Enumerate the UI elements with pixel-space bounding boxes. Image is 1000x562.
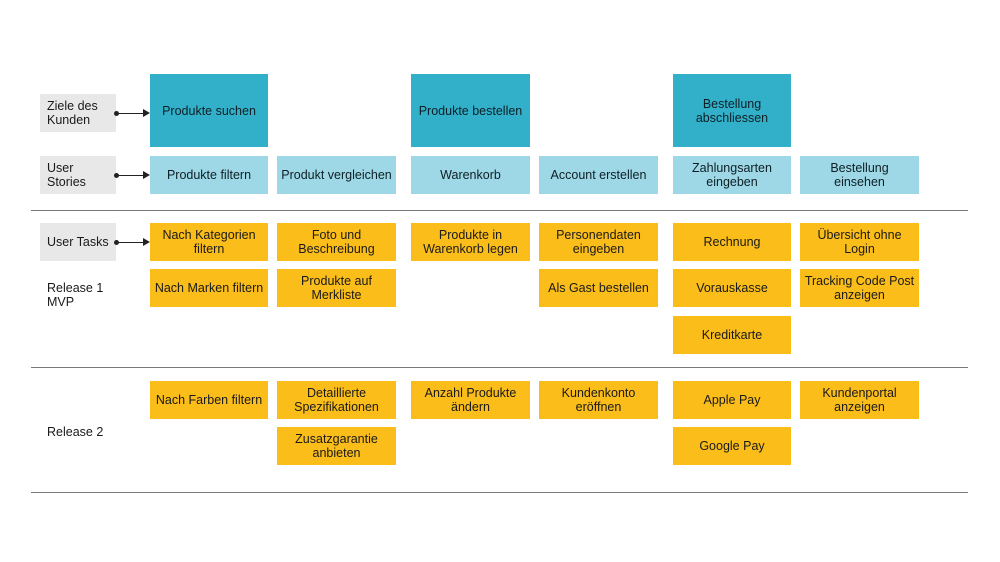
story-card: Warenkorb: [411, 156, 530, 194]
task-text: Kundenportal anzeigen: [822, 386, 897, 414]
story-card: Bestellung einsehen: [800, 156, 919, 194]
task-card: Kundenportal anzeigen: [800, 381, 919, 419]
story-card: Produkt vergleichen: [277, 156, 396, 194]
divider-bottom: [31, 492, 968, 493]
task-text: Vorauskasse: [696, 281, 768, 295]
task-card: Produkte in Warenkorb legen: [411, 223, 530, 261]
connector-dot-stories: [114, 173, 119, 178]
connector-arrow-tasks: [143, 238, 150, 246]
task-text: Produkte auf Merkliste: [301, 274, 372, 302]
row-label-release1: Release 1 MVP: [47, 281, 107, 309]
row-label-tasks: User Tasks: [40, 223, 116, 261]
connector-dot-goals: [114, 111, 119, 116]
row-label-release2: Release 2: [47, 425, 127, 439]
row-label-goals: Ziele des Kunden: [40, 94, 116, 132]
row-label-tasks-text: User Tasks: [47, 235, 109, 249]
story-text: Produkt vergleichen: [281, 168, 392, 182]
story-text: Produkte filtern: [166, 168, 252, 182]
connector-arrow-goals: [143, 109, 150, 117]
task-text: Nach Farben filtern: [155, 393, 263, 407]
task-card: Nach Farben filtern: [150, 381, 268, 419]
task-card: Rechnung: [673, 223, 791, 261]
divider-stories-tasks: [31, 210, 968, 211]
task-card: Als Gast bestellen: [539, 269, 658, 307]
task-card: Nach Marken filtern: [150, 269, 268, 307]
story-card: Produkte filtern: [150, 156, 268, 194]
task-text: Foto und Beschreibung: [298, 228, 375, 256]
task-text: Personendaten eingeben: [556, 228, 641, 256]
task-text: Kundenkonto eröffnen: [561, 386, 636, 414]
task-card: Produkte auf Merkliste: [277, 269, 396, 307]
story-text: Zahlungsarten eingeben: [692, 161, 772, 189]
row-label-release1-text: Release 1 MVP: [47, 281, 104, 309]
row-label-stories-text: User Stories: [47, 161, 86, 189]
task-text: Als Gast bestellen: [548, 281, 649, 295]
task-card: Tracking Code Post anzeigen: [800, 269, 919, 307]
task-text: Apple Pay: [703, 393, 761, 407]
story-text: Account erstellen: [550, 168, 647, 182]
row-label-release2-text: Release 2: [47, 425, 104, 439]
task-card: Kundenkonto eröffnen: [539, 381, 658, 419]
goal-text: Bestellung abschliessen: [695, 96, 769, 125]
connector-dot-tasks: [114, 240, 119, 245]
goal-card: Produkte bestellen: [411, 74, 530, 147]
task-text: Anzahl Produkte ändern: [424, 386, 517, 414]
task-card: Vorauskasse: [673, 269, 791, 307]
task-text: Produkte in Warenkorb legen: [423, 228, 518, 256]
goal-card: Produkte suchen: [150, 74, 268, 147]
story-text: Warenkorb: [440, 168, 501, 182]
task-text: Nach Marken filtern: [154, 281, 264, 295]
task-text: Übersicht ohne Login: [817, 228, 902, 256]
goal-text: Produkte suchen: [162, 103, 256, 118]
connector-arrow-stories: [143, 171, 150, 179]
row-label-goals-text: Ziele des Kunden: [47, 99, 98, 127]
task-card: Anzahl Produkte ändern: [411, 381, 530, 419]
task-text: Tracking Code Post anzeigen: [804, 274, 915, 302]
task-text: Rechnung: [703, 235, 761, 249]
task-text: Detaillierte Spezifikationen: [294, 386, 379, 414]
task-text: Zusatzgarantie anbieten: [295, 432, 378, 460]
task-text: Kreditkarte: [701, 328, 763, 342]
goal-card: Bestellung abschliessen: [673, 74, 791, 147]
divider-release1-release2: [31, 367, 968, 368]
task-text: Nach Kategorien filtern: [162, 228, 256, 256]
goal-text: Produkte bestellen: [418, 103, 523, 118]
connector-line-stories: [117, 175, 143, 176]
story-card: Zahlungsarten eingeben: [673, 156, 791, 194]
row-label-stories: User Stories: [40, 156, 116, 194]
task-card: Nach Kategorien filtern: [150, 223, 268, 261]
task-card: Apple Pay: [673, 381, 791, 419]
task-card: Foto und Beschreibung: [277, 223, 396, 261]
task-card: Zusatzgarantie anbieten: [277, 427, 396, 465]
story-text: Bestellung einsehen: [830, 161, 889, 189]
connector-line-tasks: [117, 242, 143, 243]
task-card: Kreditkarte: [673, 316, 791, 354]
connector-line-goals: [117, 113, 143, 114]
task-card: Google Pay: [673, 427, 791, 465]
task-text: Google Pay: [699, 439, 765, 453]
task-card: Detaillierte Spezifikationen: [277, 381, 396, 419]
story-card: Account erstellen: [539, 156, 658, 194]
task-card: Personendaten eingeben: [539, 223, 658, 261]
task-card: Übersicht ohne Login: [800, 223, 919, 261]
